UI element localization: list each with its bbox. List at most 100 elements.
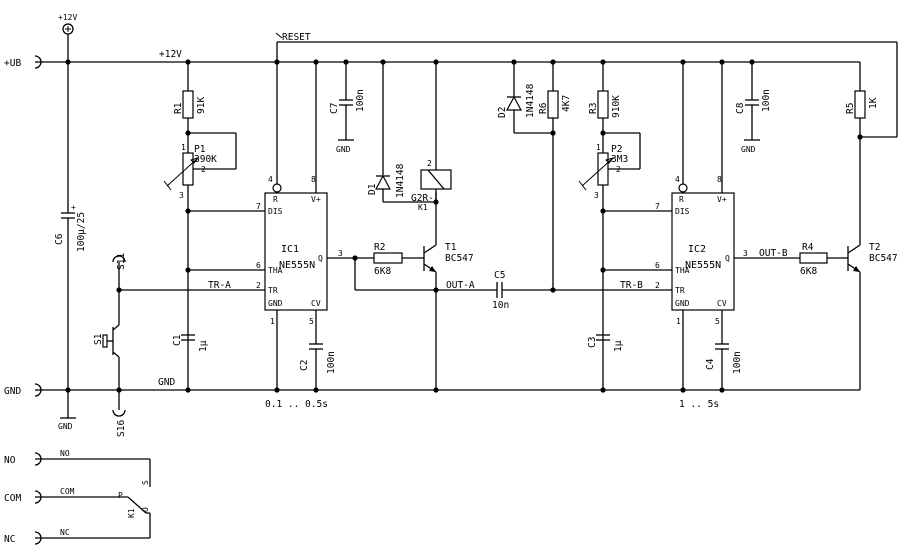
c7-ref: C7 [329, 103, 340, 114]
svg-text:7: 7 [655, 202, 660, 211]
svg-text:V+: V+ [311, 195, 321, 204]
svg-text:1: 1 [596, 143, 601, 152]
svg-text:R: R [679, 195, 684, 204]
r3-value: 910K [611, 95, 622, 118]
svg-text:DIS: DIS [675, 207, 690, 216]
ic2-time-range: 1 .. 5s [679, 399, 719, 410]
p1-ref: P1 [194, 144, 206, 155]
svg-text:GND: GND [675, 299, 690, 308]
svg-text:CV: CV [311, 299, 321, 308]
c1-ref: C1 [172, 334, 183, 346]
r4-value: 6K8 [800, 266, 817, 277]
svg-text:3: 3 [179, 191, 184, 200]
c2-value: 100n [326, 351, 337, 374]
r3-resistor: R3 910K [588, 59, 622, 153]
d2-diode: D2 1N4148 [497, 59, 553, 134]
d2-ref: D2 [497, 107, 508, 118]
ic2-part: NE555N [685, 260, 721, 271]
com-label: COM [4, 493, 21, 504]
k1-ref: K1 [418, 203, 428, 212]
svg-text:2: 2 [201, 165, 206, 174]
no-wire-label: NO [60, 449, 70, 458]
svg-text:3: 3 [743, 249, 748, 258]
svg-text:Q: Q [725, 254, 730, 263]
t1-transistor: T1 BC547 [423, 192, 474, 393]
svg-text:+: + [71, 203, 76, 212]
s11-label: S11 [116, 253, 127, 270]
r5-resistor: R5 1K RESET [275, 32, 898, 245]
svg-text:2: 2 [427, 159, 432, 168]
s11-terminal[interactable] [112, 255, 126, 263]
k1-contacts: NO NO COM COM NC NC P S O K1 [4, 449, 151, 545]
ic1-part: NE555N [279, 260, 315, 271]
contact-p: P [118, 491, 123, 500]
c6-value: 100µ/25 [76, 212, 87, 252]
k1-type: G2R- [411, 193, 434, 204]
c4-value: 100n [732, 351, 743, 374]
c5-value: 10n [492, 300, 509, 311]
s1-ref: S1 [93, 333, 104, 345]
r3-ref: R3 [588, 103, 599, 114]
r1-resistor: R1 91K [173, 59, 207, 153]
net-outb: OUT-B [759, 248, 788, 259]
svg-text:TR: TR [268, 286, 278, 295]
svg-text:1: 1 [270, 317, 275, 326]
svg-text:THA: THA [675, 266, 690, 275]
svg-text:DIS: DIS [268, 207, 283, 216]
c5-capacitor: C5 10n TR-B [433, 270, 672, 311]
r5-value: 1K [868, 97, 879, 109]
c8-capacitor: GND C8 100n [735, 59, 772, 154]
rail-net-label: +12V [159, 49, 182, 60]
svg-text:2: 2 [616, 165, 621, 174]
svg-text:3: 3 [594, 191, 599, 200]
svg-text:4: 4 [675, 175, 680, 184]
svg-text:1: 1 [676, 317, 681, 326]
svg-text:2: 2 [256, 281, 261, 290]
svg-text:5: 5 [309, 317, 314, 326]
c1-capacitor: C1 1µ [172, 334, 209, 393]
p1-potentiometer[interactable]: P1 390K 1 2 3 [163, 130, 237, 390]
c3-capacitor: C3 1µ [587, 334, 624, 393]
contact-o: O [141, 507, 150, 512]
c4-capacitor: C4 100n [705, 343, 743, 393]
ic1-ne555: R V+ DIS THA TR GND CV Q 4 8 7 6 2 3 1 5… [256, 59, 355, 410]
svg-text:3: 3 [338, 249, 343, 258]
s1-switch[interactable]: S1 S11 S16 [93, 253, 127, 437]
c7-capacitor: GND C7 100n [329, 59, 366, 154]
r5-ref: R5 [845, 103, 856, 114]
d1-diode: D1 1N4148 [367, 59, 439, 205]
r1-value: 91K [196, 97, 207, 114]
ic2-ref: IC2 [688, 244, 706, 255]
gnd-symbol-label: GND [58, 422, 73, 431]
d1-value: 1N4148 [395, 163, 406, 198]
t2-transistor: T2 BC547 [847, 242, 898, 390]
k1-relay-coil: 2 G2R- K1 [411, 59, 452, 212]
r6-resistor: R6 4K7 [538, 59, 572, 290]
r6-ref: R6 [538, 102, 549, 114]
plus12v-label: +12V [58, 13, 77, 22]
c8-value: 100n [761, 89, 772, 112]
c2-capacitor: C2 100n [299, 343, 337, 393]
ub-label: +UB [4, 58, 21, 69]
c2-ref: C2 [299, 360, 310, 371]
svg-text:GND: GND [268, 299, 283, 308]
svg-text:6: 6 [655, 261, 660, 270]
c5-ref: C5 [494, 270, 505, 281]
t2-value: BC547 [869, 253, 898, 264]
nc-label: NC [4, 534, 15, 545]
contact-k1: K1 [127, 508, 136, 518]
t1-ref: T1 [445, 242, 457, 253]
t1-value: BC547 [445, 253, 474, 264]
r6-value: 4K7 [561, 95, 572, 112]
svg-text:R: R [273, 195, 278, 204]
s16-terminal[interactable] [112, 409, 126, 417]
svg-text:6: 6 [256, 261, 261, 270]
svg-text:8: 8 [717, 175, 722, 184]
p2-potentiometer[interactable]: P2 3M3 1 2 3 [578, 130, 641, 390]
c7-gnd: GND [336, 145, 351, 154]
com-wire-label: COM [60, 487, 75, 496]
r4-ref: R4 [802, 242, 814, 253]
t2-ref: T2 [869, 242, 880, 253]
s16-label: S16 [116, 420, 127, 437]
